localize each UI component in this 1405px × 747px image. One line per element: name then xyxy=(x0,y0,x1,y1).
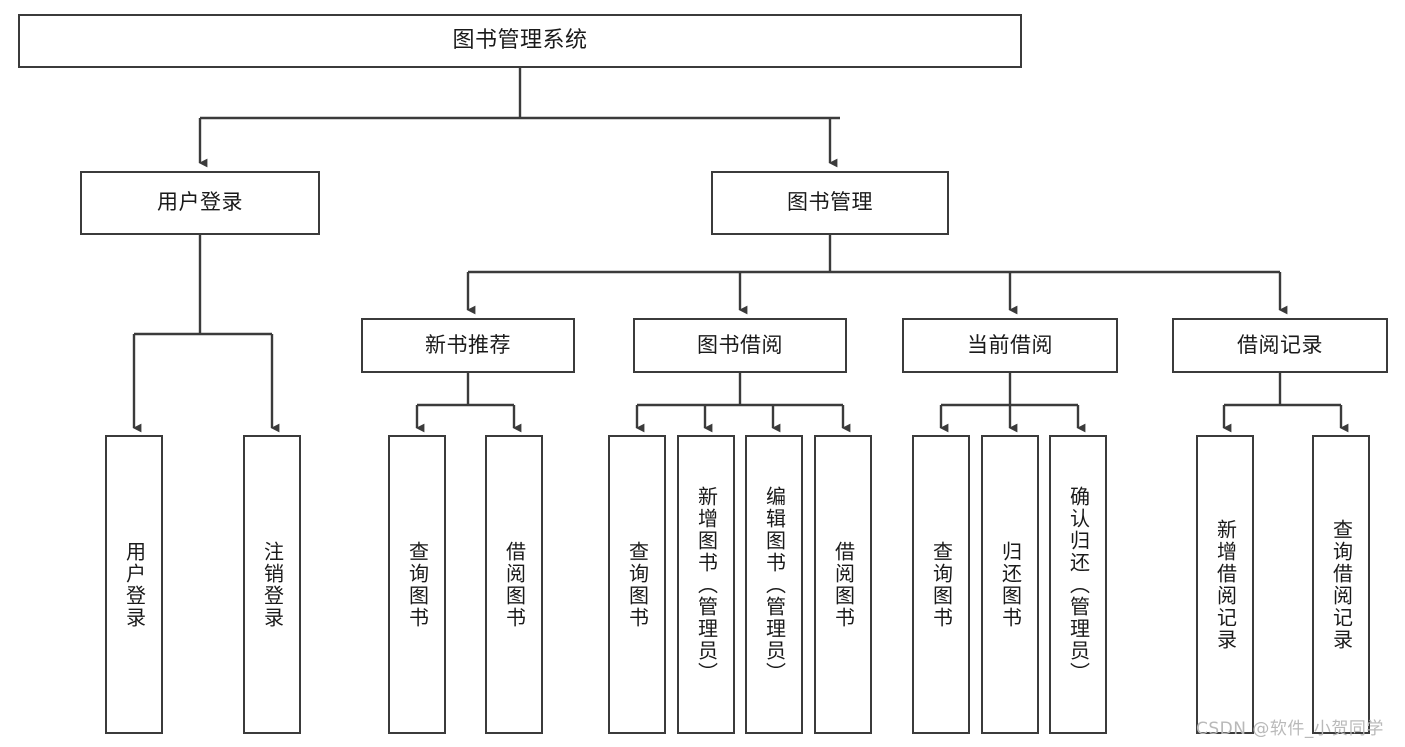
node-label: 确认归还（管理员） xyxy=(1066,485,1091,684)
node-label: 借阅记录 xyxy=(1237,332,1323,357)
node-leaf-add-borrow-record[interactable]: 新增借阅记录 xyxy=(1196,435,1254,734)
node-leaf-edit-book-admin[interactable]: 编辑图书（管理员） xyxy=(745,435,803,734)
node-label: 新增图书（管理员） xyxy=(694,485,719,684)
node-leaf-borrow-book[interactable]: 借阅图书 xyxy=(814,435,872,734)
node-label: 编辑图书（管理员） xyxy=(762,485,787,684)
node-label: 借阅图书 xyxy=(502,540,527,629)
node-label: 查询图书 xyxy=(625,540,650,629)
watermark-text: CSDN @软件_小贺同学 xyxy=(1196,719,1384,739)
node-current-borrow[interactable]: 当前借阅 xyxy=(902,318,1118,373)
edge-root-to-level1 xyxy=(198,68,840,168)
edge-book-borrow-to-leaves xyxy=(635,373,851,433)
node-book-management[interactable]: 图书管理 xyxy=(711,171,949,235)
node-leaf-user-login[interactable]: 用户登录 xyxy=(105,435,163,734)
node-root-book-management-system[interactable]: 图书管理系统 xyxy=(18,14,1022,68)
node-leaf-return-book[interactable]: 归还图书 xyxy=(981,435,1039,734)
edge-new-book-to-leaves xyxy=(415,373,522,433)
node-leaf-query-book-recommend[interactable]: 查询图书 xyxy=(388,435,446,734)
node-label: 归还图书 xyxy=(998,540,1023,629)
node-new-book-recommend[interactable]: 新书推荐 xyxy=(361,318,575,373)
node-borrow-record[interactable]: 借阅记录 xyxy=(1172,318,1388,373)
node-label: 用户登录 xyxy=(122,540,147,629)
node-leaf-confirm-return-admin[interactable]: 确认归还（管理员） xyxy=(1049,435,1107,734)
node-label: 当前借阅 xyxy=(967,332,1053,357)
node-leaf-add-book-admin[interactable]: 新增图书（管理员） xyxy=(677,435,735,734)
edge-current-borrow-to-leaves xyxy=(939,373,1086,433)
node-label: 查询图书 xyxy=(405,540,430,629)
node-leaf-borrow-book-recommend[interactable]: 借阅图书 xyxy=(485,435,543,734)
node-label: 图书借阅 xyxy=(697,332,783,357)
node-label: 注销登录 xyxy=(260,540,285,629)
node-label: 查询借阅记录 xyxy=(1329,518,1354,651)
node-label: 图书管理 xyxy=(787,190,873,215)
node-leaf-query-book-borrow[interactable]: 查询图书 xyxy=(608,435,666,734)
edge-user-login-to-leaves xyxy=(132,235,280,433)
node-label: 用户登录 xyxy=(157,190,243,215)
node-book-borrow[interactable]: 图书借阅 xyxy=(633,318,847,373)
node-leaf-logout[interactable]: 注销登录 xyxy=(243,435,301,734)
edge-book-manage-to-level2 xyxy=(466,235,1288,315)
node-leaf-query-book-current[interactable]: 查询图书 xyxy=(912,435,970,734)
node-label: 借阅图书 xyxy=(831,540,856,629)
node-leaf-query-borrow-record[interactable]: 查询借阅记录 xyxy=(1312,435,1370,734)
node-label: 图书管理系统 xyxy=(452,27,588,53)
node-user-login[interactable]: 用户登录 xyxy=(80,171,320,235)
edge-borrow-record-to-leaves xyxy=(1222,373,1349,433)
node-label: 新增借阅记录 xyxy=(1213,518,1238,651)
node-label: 查询图书 xyxy=(929,540,954,629)
node-label: 新书推荐 xyxy=(425,332,511,357)
